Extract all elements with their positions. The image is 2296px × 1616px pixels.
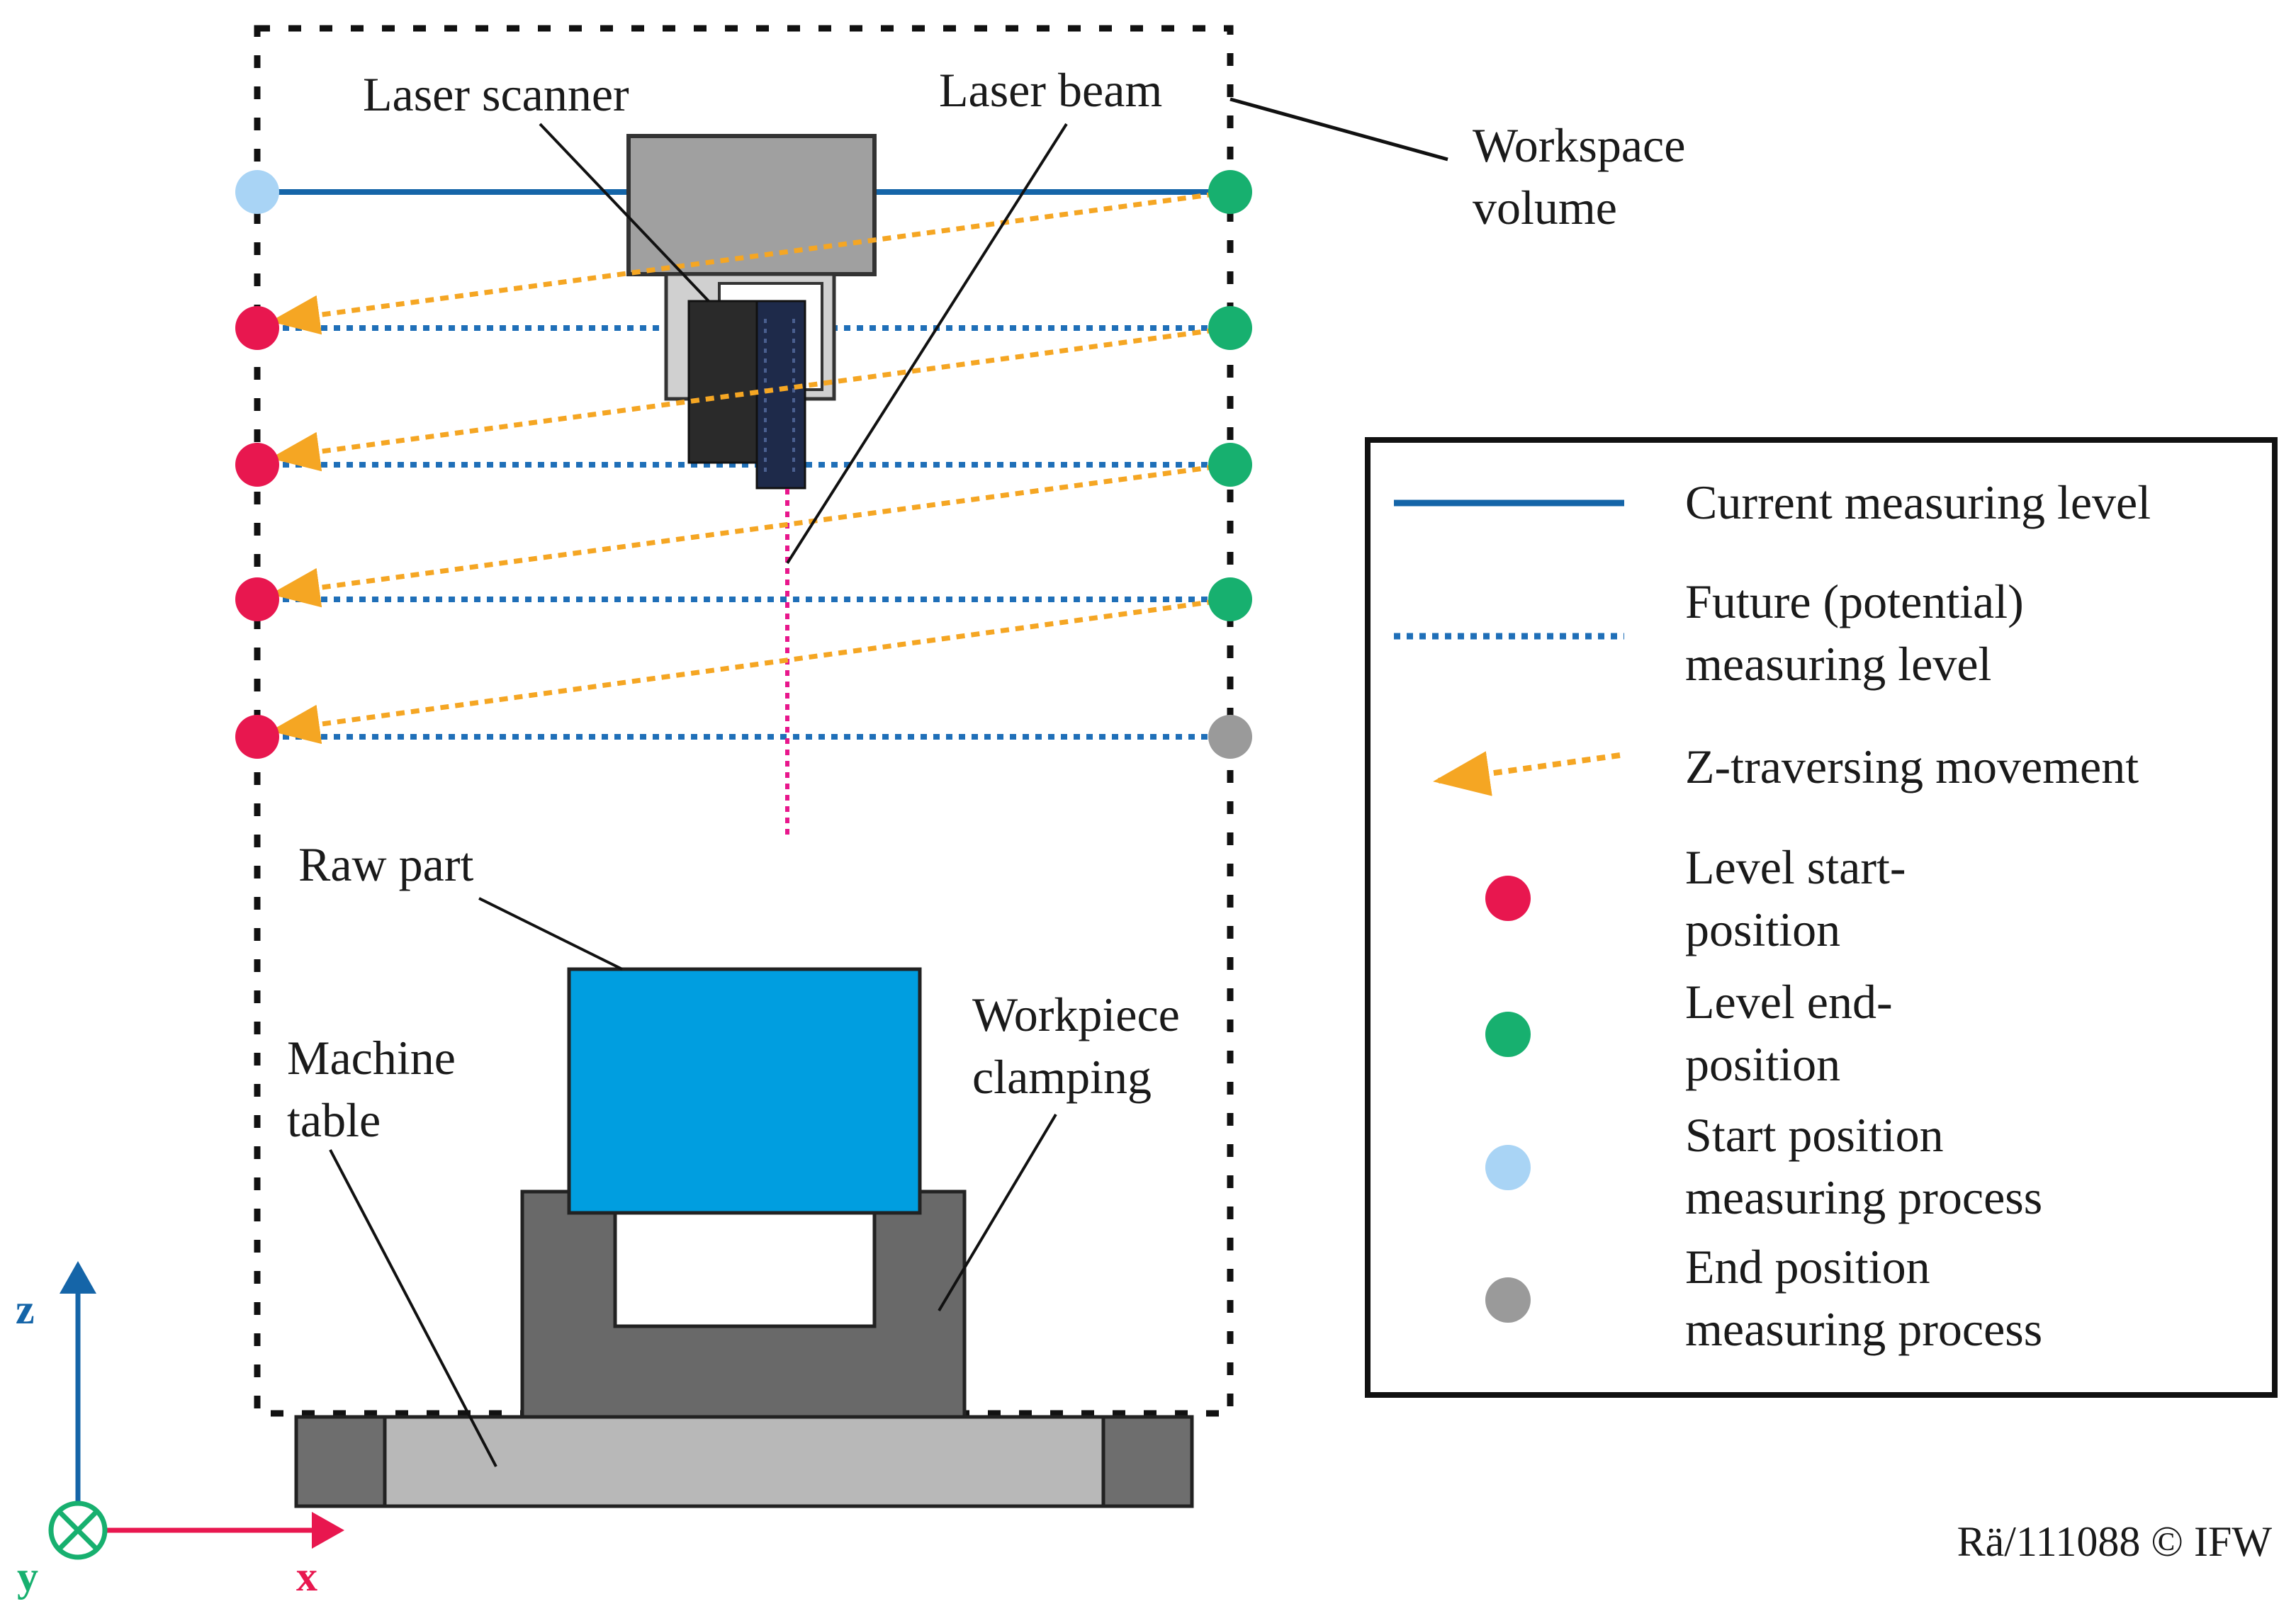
legend-process-end-label-2: measuring process	[1685, 1302, 2042, 1356]
copyright-notice: Rä/111088 © IFW	[1957, 1518, 2273, 1565]
leader-workpiece-clamping	[938, 1113, 1057, 1312]
legend-process-end-dot	[1485, 1277, 1531, 1323]
legend-z-traverse-label: Z-traversing movement	[1685, 740, 2139, 793]
raw-part	[567, 967, 922, 1215]
label-workspace-volume-1: Workspace	[1473, 118, 1685, 172]
legend-z-traverse-swatch	[1433, 751, 1621, 796]
label-workpiece-clamping-1: Workpiece	[972, 988, 1180, 1041]
process-end-dot	[1208, 715, 1252, 759]
label-laser-scanner: Laser scanner	[363, 67, 629, 121]
scanner-body	[687, 300, 759, 464]
leader-raw-part	[478, 897, 623, 971]
legend-process-start-dot	[1485, 1145, 1531, 1190]
level-start-dot-4	[235, 715, 279, 759]
y-axis-label: y	[17, 1553, 38, 1600]
z-axis-arrowhead	[60, 1261, 96, 1294]
scanner-housing	[626, 134, 877, 276]
label-machine-table-2: table	[287, 1093, 381, 1147]
legend-level-start-label-2: position	[1685, 903, 1840, 956]
legend-current-level-label: Current measuring level	[1685, 475, 2151, 529]
leader-laser-beam	[786, 123, 1068, 565]
leader-machine-table	[329, 1149, 497, 1467]
legend-process-end-label-1: End position	[1685, 1240, 1930, 1294]
level-end-dot-2	[1208, 306, 1252, 350]
level-start-dot-1	[235, 306, 279, 350]
level-end-dot-4	[1208, 577, 1252, 621]
leader-laser-scanner	[539, 123, 710, 303]
clamping-opening	[613, 1211, 877, 1328]
legend-level-start-label-1: Level start-	[1685, 840, 1906, 894]
level-end-dot-3	[1208, 443, 1252, 487]
leader-workspace-volume	[1229, 97, 1448, 162]
y-axis-cross-2	[57, 1510, 99, 1551]
z-axis-label: z	[16, 1286, 35, 1333]
level-start-dot-2	[235, 443, 279, 487]
legend-process-start-label-2: measuring process	[1685, 1170, 2042, 1224]
legend-level-end-label-2: position	[1685, 1037, 1840, 1091]
level-start-dot-3	[235, 577, 279, 621]
x-axis-arrowhead	[312, 1512, 344, 1549]
level-end-dot-1	[1208, 170, 1252, 214]
process-start-dot	[235, 170, 279, 214]
label-laser-beam: Laser beam	[939, 63, 1162, 117]
z-traverse-arrow-3	[270, 462, 1231, 608]
legend-level-end-label-1: Level end-	[1685, 975, 1893, 1029]
z-traverse-arrow-2	[270, 325, 1231, 472]
label-raw-part: Raw part	[298, 837, 473, 891]
machine-table	[294, 1415, 1194, 1508]
legend-future-level-label-2: measuring level	[1685, 637, 1991, 691]
legend-future-level-label-1: Future (potential)	[1685, 575, 2024, 628]
legend-level-start-dot	[1485, 876, 1531, 921]
label-workspace-volume-2: volume	[1473, 181, 1617, 235]
label-workpiece-clamping-2: clamping	[972, 1050, 1152, 1104]
legend-level-end-dot	[1485, 1012, 1531, 1057]
x-axis-label: x	[296, 1553, 317, 1600]
legend-process-start-label-1: Start position	[1685, 1108, 1944, 1162]
z-traverse-arrow-4	[270, 597, 1231, 745]
z-traverse-arrow-1	[270, 189, 1231, 335]
legend: Current measuring level Future (potentia…	[1365, 437, 2278, 1398]
machine-table-end-right	[1101, 1415, 1194, 1508]
label-machine-table-1: Machine	[287, 1031, 456, 1085]
machine-table-end-left	[294, 1415, 387, 1508]
